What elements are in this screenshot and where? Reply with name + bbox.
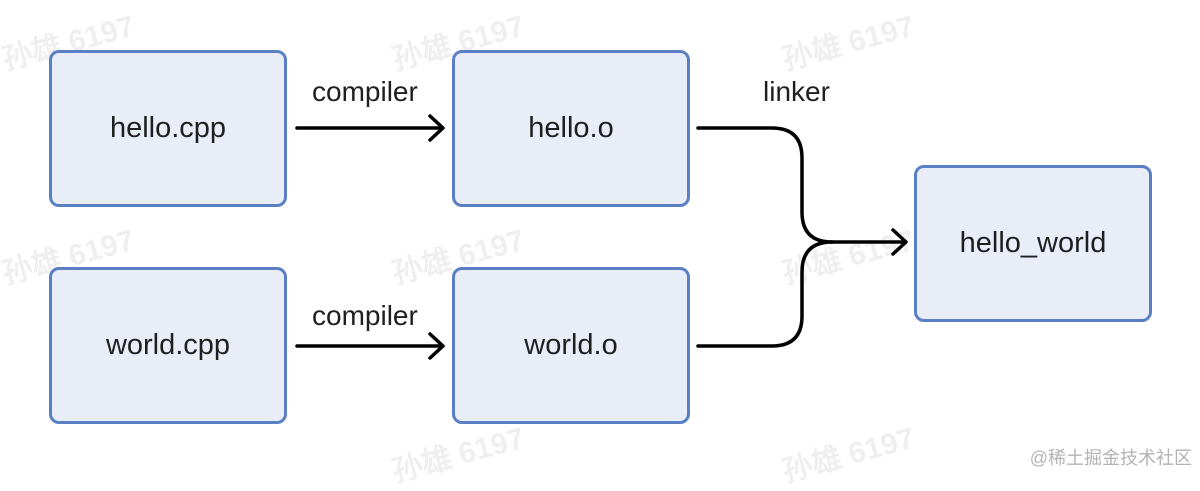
edge-label-linker: linker bbox=[763, 76, 830, 107]
node-label: world.cpp bbox=[105, 329, 231, 361]
node-label: world.o bbox=[524, 329, 618, 361]
arrow-link-hello bbox=[696, 126, 834, 244]
edge-label-compiler-world: compiler bbox=[312, 300, 418, 331]
corner-watermark: @稀土掘金技术社区 bbox=[1029, 448, 1192, 468]
arrowhead-link bbox=[891, 228, 908, 256]
arrowhead-compile-hello bbox=[428, 114, 445, 142]
node-hello-cpp: hello.cpp bbox=[49, 50, 287, 207]
node-hello-world: hello_world bbox=[914, 165, 1152, 322]
arrow-link-world bbox=[696, 240, 834, 348]
edge-label-compiler-hello: compiler bbox=[312, 76, 418, 107]
build-diagram: 孙雄 6197 孙雄 6197 孙雄 6197 孙雄 6197 孙雄 6197 … bbox=[0, 10, 1192, 489]
node-label: hello.o bbox=[528, 112, 614, 144]
node-hello-o: hello.o bbox=[452, 50, 690, 207]
arrowhead-compile-world bbox=[428, 332, 445, 360]
node-world-cpp: world.cpp bbox=[49, 267, 287, 424]
node-label: hello.cpp bbox=[109, 112, 227, 144]
node-world-o: world.o bbox=[452, 267, 690, 424]
node-label: hello_world bbox=[959, 227, 1107, 259]
connector-layer bbox=[295, 114, 908, 360]
